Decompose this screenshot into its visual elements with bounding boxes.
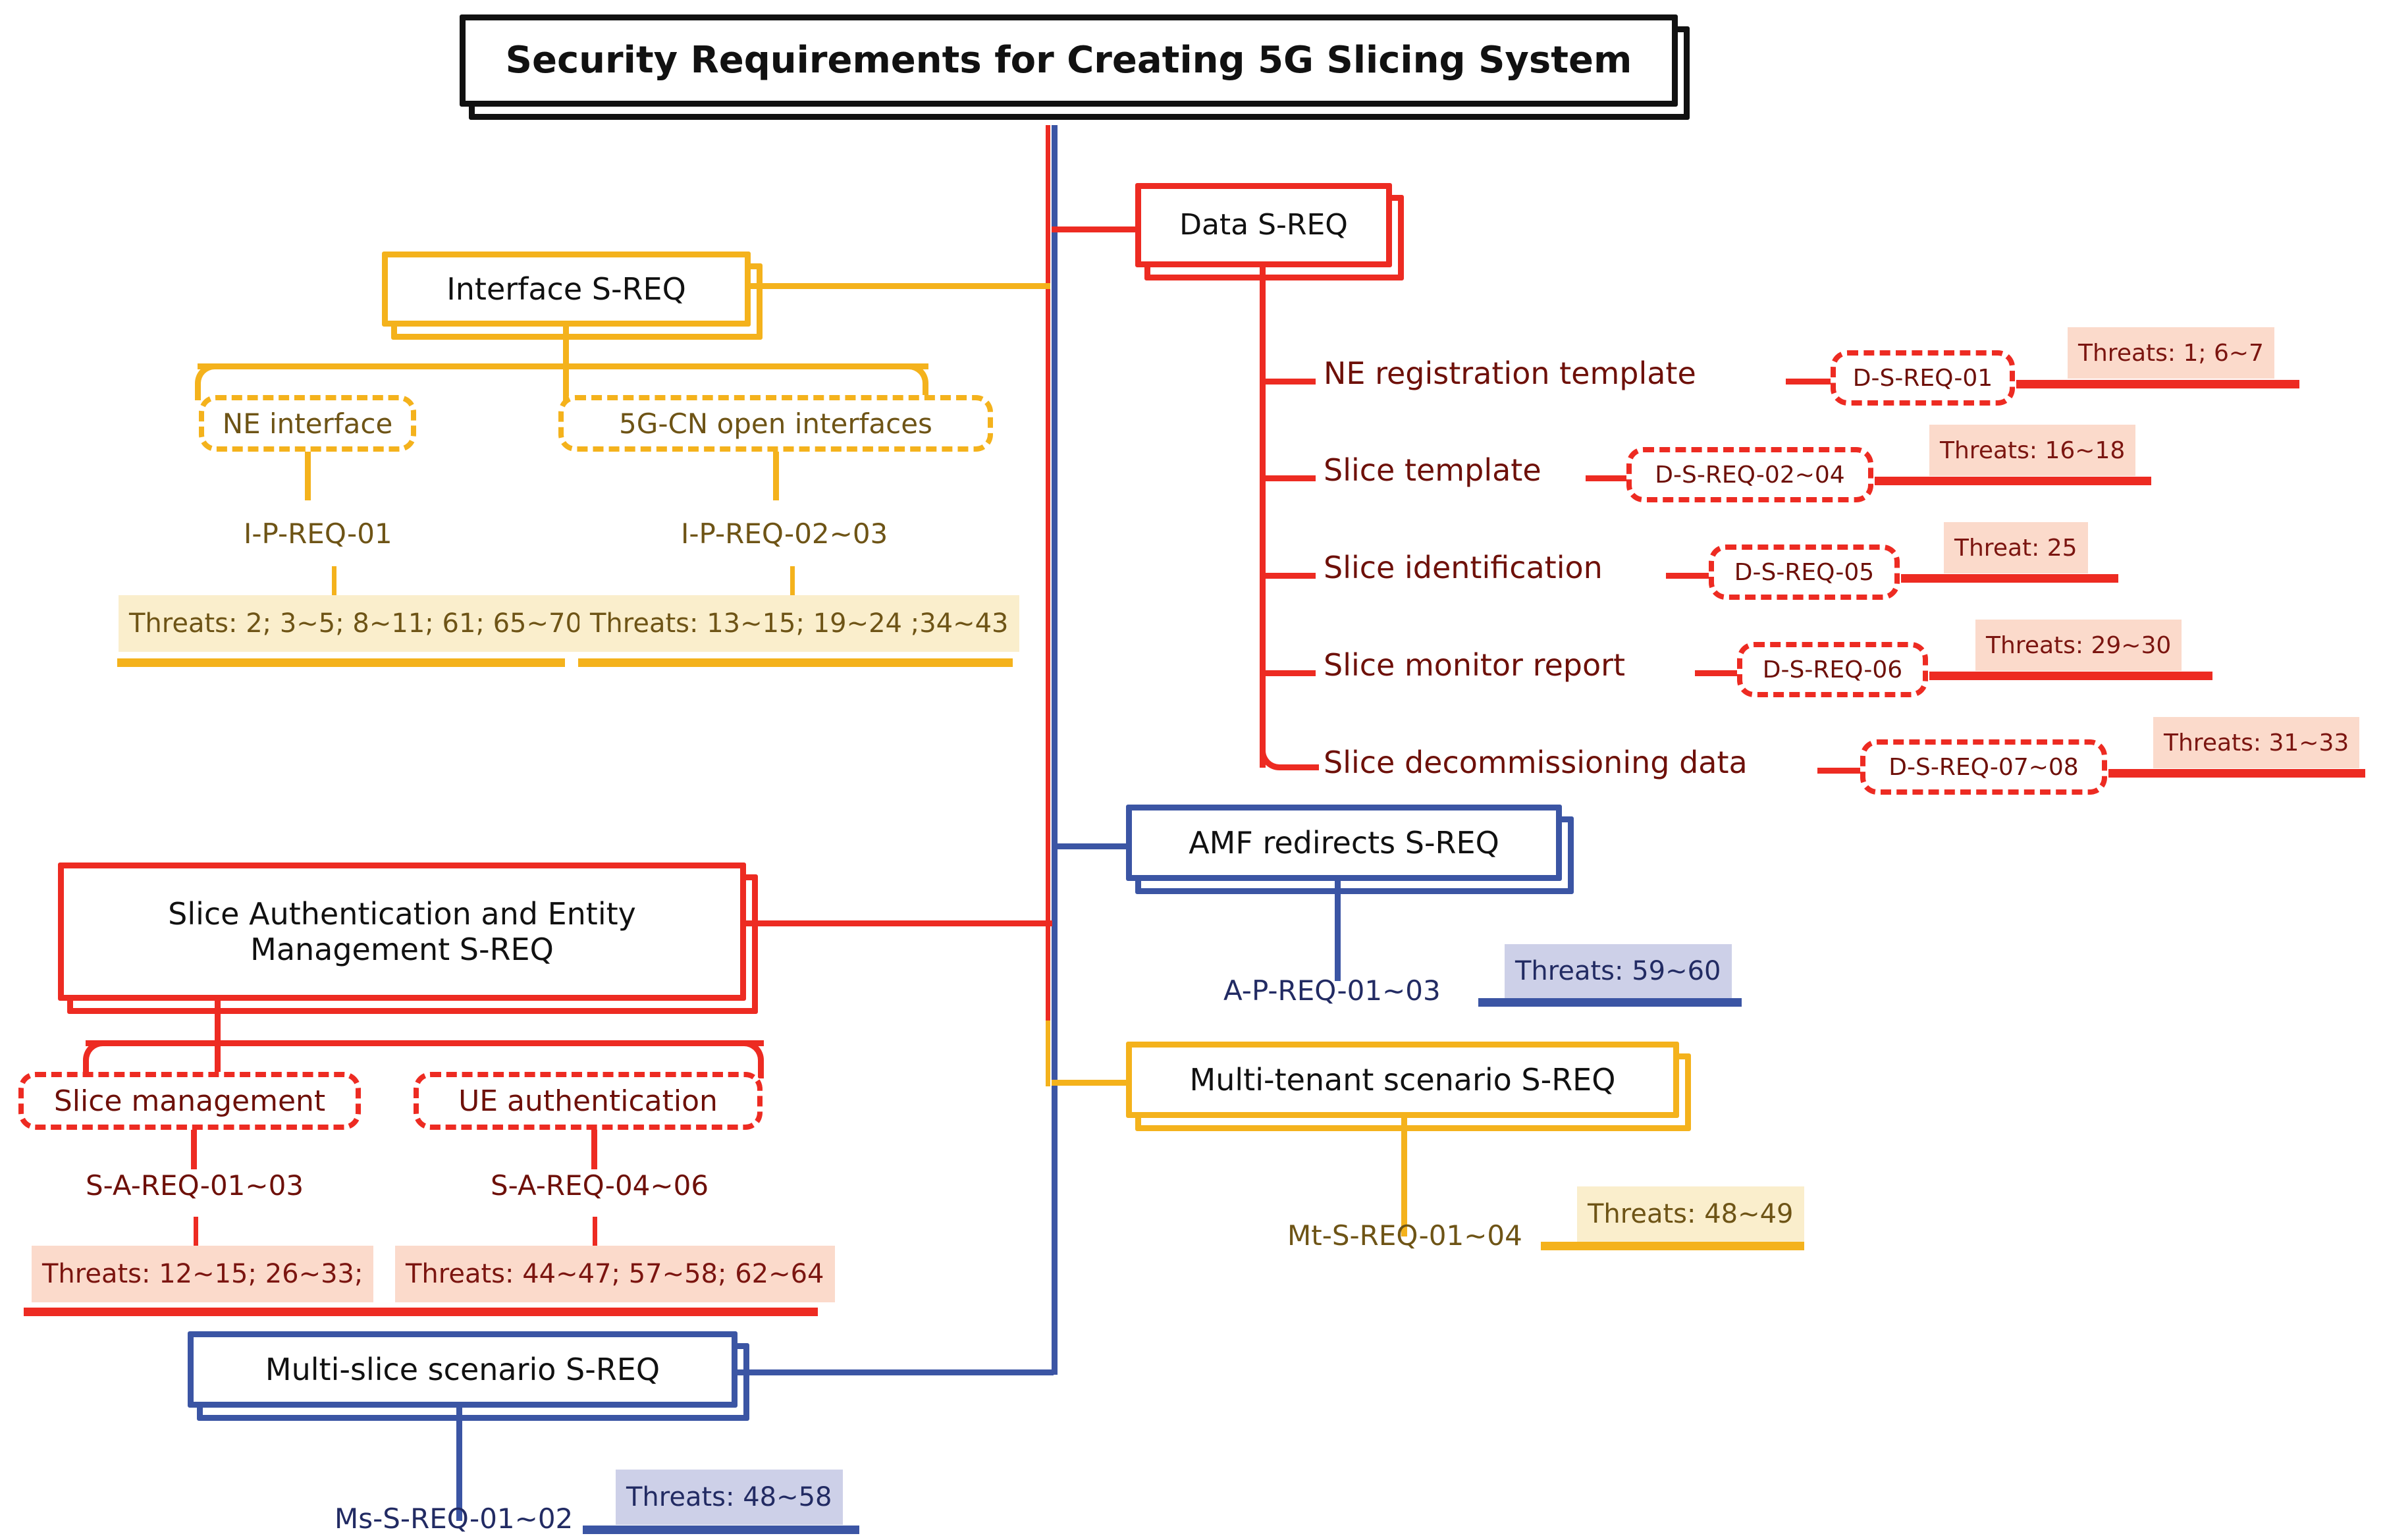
connector-root-to-sliceauth: [743, 920, 1052, 926]
data-row-elbow-5: [1260, 732, 1319, 770]
interface-threat-underline-2: [578, 658, 1013, 667]
data-threat-badge-1: Threats: 1; 6~7: [2068, 327, 2274, 379]
multi-tenant-node[interactable]: Multi-tenant scenario S-REQ: [1126, 1042, 1691, 1131]
amf-sreq-label: AMF redirects S-REQ: [1189, 824, 1499, 861]
multi-tenant-threat-underline: [1541, 1242, 1804, 1250]
slice-auth-fork-elbow-right: [737, 1040, 764, 1078]
slice-auth-node[interactable]: Slice Authentication and Entity Manageme…: [58, 863, 758, 1014]
interface-req-label-1: I-P-REQ-01: [244, 518, 392, 550]
multi-slice-stem: [456, 1408, 462, 1521]
slice-auth-req-label-1: S-A-REQ-01~03: [86, 1169, 304, 1202]
data-threat-badge-4: Threats: 29~30: [1975, 620, 2182, 671]
connector-root-to-interface: [751, 283, 1050, 289]
interface-threat-badge-1: Threats: 2; 3~5; 8~11; 61; 65~70: [119, 595, 593, 652]
root-node-label: Security Requirements for Creating 5G Sl…: [505, 38, 1632, 82]
multi-slice-node[interactable]: Multi-slice scenario S-REQ: [188, 1331, 749, 1421]
amf-threat-underline: [1478, 998, 1742, 1007]
data-row-stub-4: [1260, 670, 1316, 676]
interface-sreq-node[interactable]: Interface S-REQ: [382, 252, 763, 340]
data-row-link-1: [1786, 379, 1832, 385]
data-threat-link-5: [2108, 769, 2365, 778]
slice-auth-label-line2: Management S-REQ: [250, 932, 554, 967]
multi-tenant-threat-badge: Threats: 48~49: [1577, 1186, 1804, 1242]
slice-auth-threat-badge-1: Threats: 12~15; 26~33;: [32, 1246, 374, 1302]
interface-fork-bar: [198, 363, 928, 369]
multi-slice-threat-badge: Threats: 48~58: [616, 1470, 843, 1525]
data-req-node-1[interactable]: D-S-REQ-01: [1831, 350, 2015, 406]
data-row-stub-3: [1260, 573, 1316, 579]
data-row-link-5: [1817, 768, 1863, 774]
slice-auth-child-node-1[interactable]: Slice management: [18, 1072, 361, 1130]
interface-threat-badge-2: Threats: 13~15; 19~24 ;34~43: [579, 595, 1019, 652]
multi-slice-threat-underline: [583, 1526, 859, 1534]
data-req-node-3[interactable]: D-S-REQ-05: [1709, 544, 1900, 600]
data-req-node-4[interactable]: D-S-REQ-06: [1737, 642, 1928, 697]
amf-req-label: A-P-REQ-01~03: [1223, 974, 1441, 1007]
interface-child-stem-1: [305, 452, 311, 500]
slice-auth-child-node-2[interactable]: UE authentication: [414, 1072, 763, 1130]
amf-sreq-node[interactable]: AMF redirects S-REQ: [1126, 805, 1574, 894]
data-row-stub-2: [1260, 475, 1316, 481]
slice-auth-label: Slice Authentication and Entity Manageme…: [159, 896, 645, 968]
slice-auth-trunk: [215, 1001, 221, 1078]
data-row-label-2[interactable]: Slice template: [1324, 452, 1541, 488]
data-row-link-4: [1695, 670, 1741, 676]
interface-child-node-2[interactable]: 5G-CN open interfaces: [558, 395, 993, 452]
data-row-label-4[interactable]: Slice monitor report: [1324, 647, 1626, 683]
interface-fork-elbow-right: [902, 363, 928, 400]
slice-auth-fork-bar: [86, 1040, 764, 1046]
interface-sreq-label: Interface S-REQ: [446, 271, 686, 307]
data-threat-link-4: [1929, 672, 2212, 680]
data-sreq-trunk: [1260, 267, 1266, 768]
connector-root-to-multislice: [736, 1369, 1054, 1375]
interface-child-stem-2: [773, 452, 779, 500]
slice-auth-child-stem-2: [591, 1130, 597, 1169]
data-threat-link-1: [2016, 380, 2299, 388]
interface-child-node-1[interactable]: NE interface: [199, 395, 416, 452]
data-req-node-5[interactable]: D-S-REQ-07~08: [1860, 739, 2107, 795]
data-sreq-label: Data S-REQ: [1179, 208, 1348, 242]
data-threat-badge-3: Threat: 25: [1944, 522, 2088, 573]
data-threat-badge-5: Threats: 31~33: [2153, 717, 2360, 768]
slice-auth-label-line1: Slice Authentication and Entity: [168, 895, 636, 932]
interface-threat-underline-1: [117, 658, 565, 667]
data-threat-link-2: [1875, 477, 2151, 485]
data-row-link-2: [1586, 475, 1632, 481]
connector-root-to-amf: [1052, 843, 1137, 849]
amf-threat-badge: Threats: 59~60: [1505, 944, 1732, 998]
data-row-label-5[interactable]: Slice decommissioning data: [1324, 745, 1748, 780]
spine-blue: [1052, 125, 1058, 1375]
multi-slice-label: Multi-slice scenario S-REQ: [265, 1351, 660, 1387]
data-row-stub-1: [1260, 379, 1316, 385]
data-req-node-2[interactable]: D-S-REQ-02~04: [1626, 447, 1873, 502]
data-sreq-node[interactable]: Data S-REQ: [1135, 183, 1404, 280]
data-row-link-3: [1666, 573, 1712, 579]
data-threat-link-3: [1901, 574, 2118, 583]
slice-auth-threat-underline-1: [24, 1308, 399, 1316]
data-threat-badge-2: Threats: 16~18: [1929, 425, 2136, 476]
connector-root-to-data: [1052, 226, 1137, 232]
multi-slice-req-label: Ms-S-REQ-01~02: [335, 1502, 574, 1535]
slice-auth-child-stem-1: [191, 1130, 197, 1169]
interface-req-label-2: I-P-REQ-02~03: [681, 518, 888, 550]
slice-auth-req-label-2: S-A-REQ-04~06: [491, 1169, 709, 1202]
slice-auth-threat-badge-2: Threats: 44~47; 57~58; 62~64: [395, 1246, 835, 1302]
slice-auth-fork-elbow-left: [83, 1040, 109, 1078]
spine-red: [1046, 125, 1050, 1021]
amf-stem: [1335, 881, 1341, 981]
multi-tenant-label: Multi-tenant scenario S-REQ: [1189, 1061, 1616, 1098]
multi-tenant-stem: [1401, 1118, 1407, 1236]
multi-tenant-req-label: Mt-S-REQ-01~04: [1287, 1219, 1522, 1252]
slice-auth-threat-underline-2: [390, 1308, 818, 1316]
data-row-label-3[interactable]: Slice identification: [1324, 550, 1603, 585]
root-node[interactable]: Security Requirements for Creating 5G Sl…: [460, 14, 1690, 120]
data-row-label-1[interactable]: NE registration template: [1324, 356, 1696, 391]
interface-fork-elbow-left: [195, 363, 221, 400]
connector-root-to-multitenant: [1052, 1080, 1137, 1086]
